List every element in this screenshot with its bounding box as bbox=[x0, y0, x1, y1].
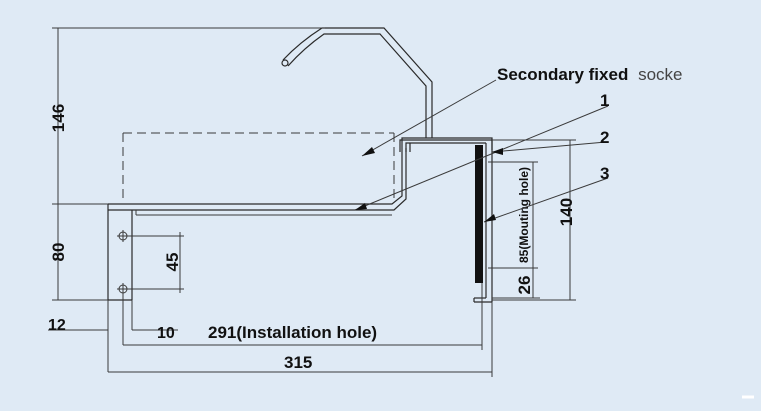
callouts: Secondary fixed socke 1 2 3 bbox=[497, 65, 682, 183]
dim-291-label: 291(Installation hole) bbox=[208, 323, 377, 342]
dim-85-label: 85(Mouting hole) bbox=[517, 167, 531, 263]
dim-80-label: 80 bbox=[49, 243, 68, 262]
dim-140: 140 bbox=[492, 139, 576, 301]
dim-146-label: 146 bbox=[49, 104, 68, 132]
right-clip bbox=[399, 139, 493, 303]
dim-146: 146 bbox=[49, 27, 325, 205]
dim-12-label: 12 bbox=[48, 317, 66, 334]
hook-pipe bbox=[281, 27, 433, 138]
svg-text:Secondary fixed socke: Secondary fixed socke bbox=[497, 65, 682, 84]
dim-85-26: 85(Mouting hole) 26 bbox=[488, 161, 540, 299]
callout-2: 2 bbox=[600, 128, 609, 147]
callout-1: 1 bbox=[600, 91, 609, 110]
dim-315: 315 bbox=[108, 302, 493, 377]
dim-140-label: 140 bbox=[557, 198, 576, 226]
dim-45: 45 bbox=[129, 232, 184, 293]
dim-12-10: 12 10 bbox=[48, 295, 178, 372]
mounting-plate bbox=[475, 145, 483, 283]
dim-315-label: 315 bbox=[284, 353, 312, 372]
leader-lines bbox=[354, 79, 609, 223]
bracket-part bbox=[107, 137, 493, 301]
dim-291: 291(Installation hole) bbox=[123, 283, 483, 350]
secondary-callout-light: socke bbox=[638, 65, 682, 84]
secondary-socket-outline bbox=[122, 132, 395, 200]
dim-45-label: 45 bbox=[163, 253, 182, 272]
callout-3: 3 bbox=[600, 164, 609, 183]
secondary-callout-bold: Secondary fixed bbox=[497, 65, 628, 84]
dim-26-label: 26 bbox=[515, 276, 534, 295]
dim-10-label: 10 bbox=[157, 325, 175, 342]
dim-80: 80 bbox=[49, 204, 108, 301]
